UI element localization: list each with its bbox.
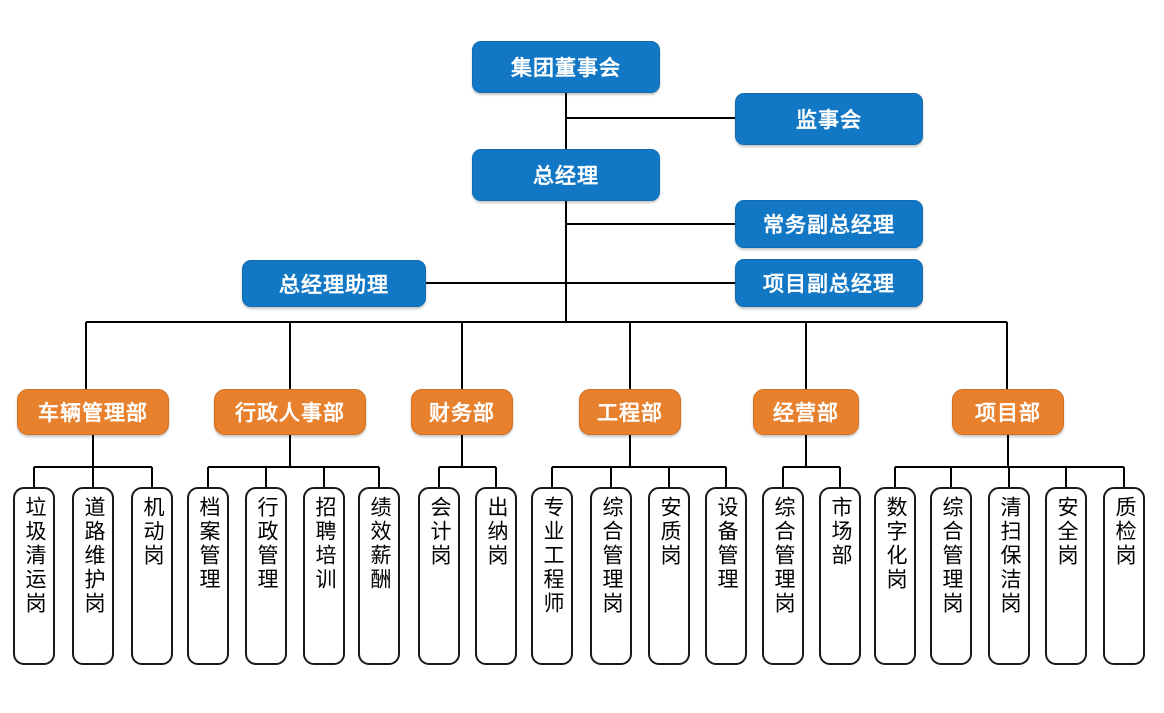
post-node-post-14[interactable]: 综合管理岗 bbox=[762, 487, 804, 665]
post-node-post-4[interactable]: 档案管理 bbox=[187, 487, 229, 665]
post-node-post-9[interactable]: 出纳岗 bbox=[475, 487, 517, 665]
exec-node-board[interactable]: 集团董事会 bbox=[472, 41, 660, 93]
post-node-post-8[interactable]: 会计岗 bbox=[418, 487, 460, 665]
post-node-label: 专业工程师 bbox=[541, 496, 565, 616]
dept-node-finance[interactable]: 财务部 bbox=[411, 389, 513, 435]
dept-node-project[interactable]: 项目部 bbox=[952, 389, 1064, 435]
post-node-post-2[interactable]: 道路维护岗 bbox=[72, 487, 114, 665]
exec-node-label: 常务副总经理 bbox=[763, 214, 895, 237]
post-node-label: 出纳岗 bbox=[485, 496, 509, 568]
post-node-post-16[interactable]: 数字化岗 bbox=[874, 487, 916, 665]
dept-node-label: 项目部 bbox=[975, 402, 1041, 425]
exec-node-gm[interactable]: 总经理 bbox=[472, 149, 660, 201]
post-node-label: 道路维护岗 bbox=[82, 496, 106, 616]
post-node-post-17[interactable]: 综合管理岗 bbox=[930, 487, 972, 665]
post-node-post-20[interactable]: 质检岗 bbox=[1103, 487, 1145, 665]
post-node-post-7[interactable]: 绩效薪酬 bbox=[358, 487, 400, 665]
post-node-post-1[interactable]: 垃圾清运岗 bbox=[13, 487, 55, 665]
post-node-label: 清扫保洁岗 bbox=[998, 496, 1022, 616]
dept-node-admin_hr[interactable]: 行政人事部 bbox=[214, 389, 366, 435]
post-node-label: 行政管理 bbox=[255, 496, 279, 592]
dept-node-label: 行政人事部 bbox=[235, 402, 345, 425]
post-node-post-19[interactable]: 安全岗 bbox=[1045, 487, 1087, 665]
post-node-label: 综合管理岗 bbox=[940, 496, 964, 616]
post-node-post-12[interactable]: 安质岗 bbox=[648, 487, 690, 665]
post-node-post-15[interactable]: 市场部 bbox=[819, 487, 861, 665]
dept-node-label: 车辆管理部 bbox=[38, 402, 148, 425]
exec-node-label: 监事会 bbox=[796, 109, 862, 132]
exec-node-gm_assistant[interactable]: 总经理助理 bbox=[242, 260, 426, 307]
dept-node-label: 经营部 bbox=[773, 402, 839, 425]
post-node-label: 质检岗 bbox=[1113, 496, 1137, 568]
exec-node-supervisory[interactable]: 监事会 bbox=[735, 93, 923, 145]
post-node-post-5[interactable]: 行政管理 bbox=[245, 487, 287, 665]
exec-node-label: 总经理助理 bbox=[279, 273, 389, 297]
dept-node-label: 财务部 bbox=[429, 402, 495, 425]
exec-node-label: 总经理 bbox=[533, 165, 599, 188]
exec-node-label: 项目副总经理 bbox=[763, 273, 895, 296]
post-node-label: 机动岗 bbox=[141, 496, 165, 568]
post-node-label: 市场部 bbox=[829, 496, 853, 568]
post-node-post-10[interactable]: 专业工程师 bbox=[531, 487, 573, 665]
dept-node-vehicle[interactable]: 车辆管理部 bbox=[17, 389, 169, 435]
post-node-post-11[interactable]: 综合管理岗 bbox=[590, 487, 632, 665]
post-node-label: 综合管理岗 bbox=[772, 496, 796, 616]
post-node-post-6[interactable]: 招聘培训 bbox=[303, 487, 345, 665]
post-node-label: 安全岗 bbox=[1055, 496, 1079, 568]
post-node-label: 会计岗 bbox=[428, 496, 452, 568]
post-node-label: 绩效薪酬 bbox=[368, 496, 392, 592]
dept-node-label: 工程部 bbox=[597, 402, 663, 425]
dept-node-engineer[interactable]: 工程部 bbox=[579, 389, 681, 435]
post-node-label: 设备管理 bbox=[715, 496, 739, 592]
exec-node-project_vp[interactable]: 项目副总经理 bbox=[735, 259, 923, 307]
exec-node-exec_vp[interactable]: 常务副总经理 bbox=[735, 200, 923, 248]
post-node-label: 招聘培训 bbox=[313, 496, 337, 592]
post-node-post-13[interactable]: 设备管理 bbox=[705, 487, 747, 665]
post-node-label: 安质岗 bbox=[658, 496, 682, 568]
post-node-post-3[interactable]: 机动岗 bbox=[131, 487, 173, 665]
dept-node-operation[interactable]: 经营部 bbox=[753, 389, 859, 435]
exec-node-label: 集团董事会 bbox=[511, 57, 621, 80]
post-node-label: 综合管理岗 bbox=[600, 496, 624, 616]
post-node-post-18[interactable]: 清扫保洁岗 bbox=[988, 487, 1030, 665]
post-node-label: 垃圾清运岗 bbox=[23, 496, 47, 616]
post-node-label: 数字化岗 bbox=[884, 496, 908, 592]
post-node-label: 档案管理 bbox=[197, 496, 221, 592]
